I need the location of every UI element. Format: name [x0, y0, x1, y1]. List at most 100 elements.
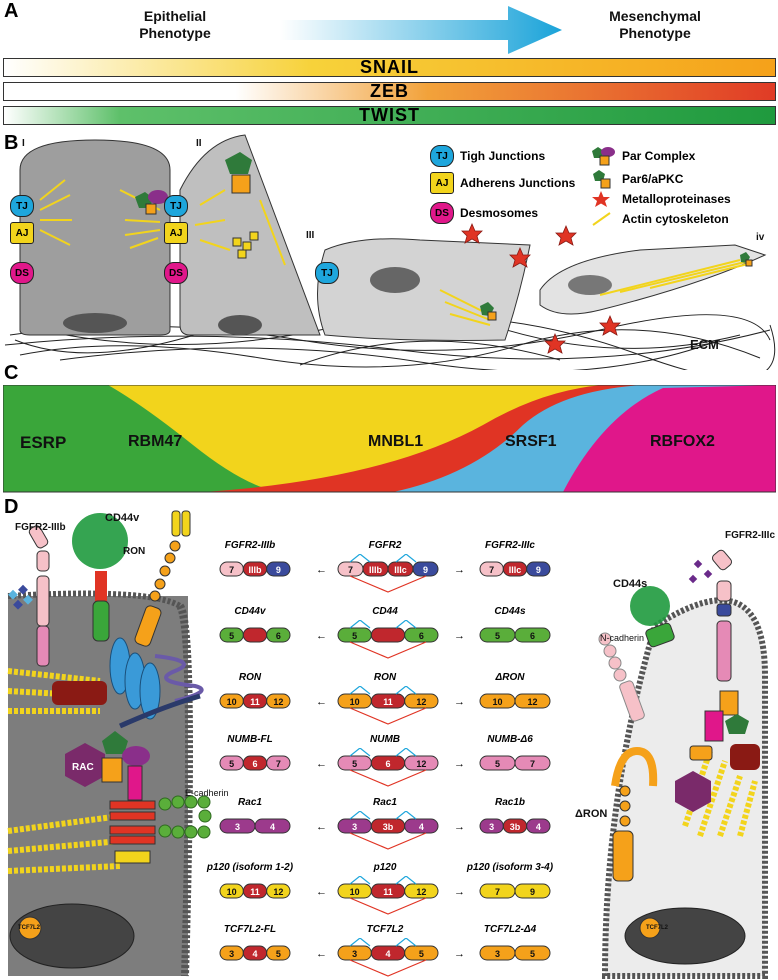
exon-right: [514, 693, 551, 709]
esrp-label: ESRP: [20, 433, 67, 452]
exon-label: 3: [352, 822, 357, 832]
exon-left: [242, 627, 268, 643]
tj-badge-cell1: TJ: [10, 195, 34, 217]
cell-transition-diagram: [4, 134, 776, 370]
legend-actin-label: Actin cytoskeleton: [622, 212, 729, 226]
rbfox2-label: RBFOX2: [650, 433, 715, 450]
exon-label: 3: [229, 949, 234, 959]
legend-aj: AJ Adherens Junctions: [430, 172, 575, 194]
exon-label: 3: [495, 949, 500, 959]
stage-label-1: I: [22, 138, 25, 149]
exon-label: 6: [385, 759, 390, 769]
arrow-right-icon: →: [454, 564, 465, 576]
ds-badge-cell1: DS: [10, 262, 34, 284]
mnbl1-label: MNBL1: [368, 433, 424, 450]
exon-label: 12: [273, 697, 283, 707]
exon-label: 5: [352, 759, 357, 769]
exon-label: 3: [352, 949, 357, 959]
arrow-left-icon: ←: [316, 758, 327, 770]
splice-inclusion-line: [349, 554, 417, 563]
exon-label: 7: [229, 565, 234, 575]
exon-label: IIIc: [394, 565, 407, 575]
exon-label: 11: [383, 697, 393, 707]
splice-skipping-line: [349, 707, 427, 725]
isoform-left-title: RON: [238, 672, 262, 683]
zeb-label: ZEB: [370, 81, 409, 101]
legend-par-complex-label: Par Complex: [622, 149, 696, 163]
exon-label: 11: [250, 887, 260, 897]
splice-skipping-line: [349, 769, 427, 787]
isoform-right-title: Rac1b: [494, 797, 525, 808]
legend-ds: DS Desmosomes: [430, 202, 538, 224]
exon-label: 11: [383, 887, 393, 897]
exon-label: 4: [252, 949, 257, 959]
ds-legend-icon: DS: [430, 202, 454, 224]
twist-label: TWIST: [359, 105, 420, 125]
isoform-right-title: p120 (isoform 3-4): [466, 862, 554, 873]
legend-tj-label: Tigh Junctions: [460, 149, 546, 163]
exon-right: [526, 561, 551, 577]
exon-label: 12: [416, 697, 426, 707]
exon-label: 4: [385, 949, 390, 959]
splice-inclusion-line: [349, 811, 417, 820]
twist-bar: TWIST: [3, 105, 776, 125]
exon-label: 5: [229, 759, 234, 769]
left-tcf-label: TCF7L2: [18, 925, 41, 931]
arrow-left-icon: ←: [316, 886, 327, 898]
ecm-label: ECM: [690, 337, 719, 352]
exon-label: 5: [419, 949, 424, 959]
exon-mid: [404, 693, 439, 709]
exon-label: 7: [495, 887, 500, 897]
srsf1-label: SRSF1: [505, 433, 557, 450]
left-fgfr-label: FGFR2-IIIb: [15, 522, 66, 533]
arrow-right-icon: →: [454, 630, 465, 642]
isoform-left-title: p120 (isoform 1-2): [206, 862, 294, 873]
gene-title: RON: [373, 672, 397, 683]
exon-label: 10: [227, 887, 237, 897]
exon-label: 12: [416, 759, 426, 769]
splice-inclusion-line: [349, 938, 417, 947]
arrow-left-icon: ←: [316, 630, 327, 642]
legend-par-complex: Par Complex: [590, 145, 695, 167]
exon-label: 5: [530, 949, 535, 959]
exon-label: 3b: [383, 822, 394, 832]
exon-label: 7: [348, 565, 353, 575]
splice-inclusion-line: [349, 620, 417, 629]
emt-arrow: [280, 6, 562, 54]
isoform-left-title: Rac1: [238, 797, 262, 808]
left-cd44-label: CD44v: [105, 512, 140, 524]
par6-icon: [593, 170, 611, 189]
gene-title: Rac1: [373, 797, 397, 808]
right-tcf-label: TCF7L2: [646, 925, 669, 931]
right-fgfr-label: FGFR2-IIIc: [725, 530, 776, 541]
right-ncad-label: N-cadherin: [600, 633, 645, 643]
gene-title: TCF7L2: [366, 924, 404, 935]
splice-skipping-line: [349, 959, 427, 977]
isoform-right-title: ΔRON: [495, 672, 525, 683]
arrow-right-icon: →: [454, 886, 465, 898]
panel-label-d: D: [4, 496, 19, 518]
tj-badge-cell2: TJ: [164, 195, 188, 217]
exon-label: 12: [527, 697, 537, 707]
isoform-left-title: FGFR2-IIIb: [224, 540, 276, 551]
exon-label: 9: [423, 565, 428, 575]
exon-label: 5: [229, 631, 234, 641]
exon-right: [514, 883, 551, 899]
exon-label: 10: [350, 887, 360, 897]
legend-tj: TJ Tigh Junctions: [430, 145, 545, 167]
exon-mid: [404, 818, 439, 834]
gene-title: p120: [373, 862, 397, 873]
arrow-right-icon: →: [454, 758, 465, 770]
legend-mmp: Metalloproteinases: [590, 190, 731, 208]
exon-label: IIIb: [369, 565, 383, 575]
exon-mid: [404, 883, 439, 899]
exon-label: 4: [270, 822, 275, 832]
par-complex-icon: [592, 147, 615, 166]
stage-label-2: II: [196, 138, 202, 149]
